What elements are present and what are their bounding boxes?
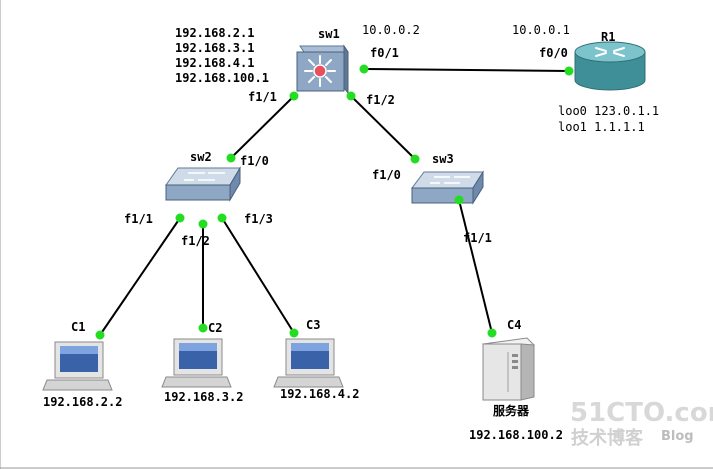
sw3-switch-icon[interactable] bbox=[411, 170, 484, 205]
r1-ip-label: 10.0.0.1 bbox=[512, 23, 570, 37]
watermark-logo-text: 51CTO.com bbox=[570, 398, 713, 428]
port-dot-sw1-f1-2 bbox=[346, 91, 356, 101]
link-sw1-r1 bbox=[363, 68, 570, 72]
c4-server-icon[interactable] bbox=[481, 337, 536, 401]
link-sw1-sw3 bbox=[350, 95, 416, 160]
link-sw3-c4 bbox=[458, 199, 493, 334]
port-label-r1-f0-0: f0/0 bbox=[539, 46, 568, 60]
sw1-name-label: sw1 bbox=[318, 27, 340, 41]
port-dot-c3 bbox=[289, 328, 299, 338]
c4-name-label: C4 bbox=[507, 318, 521, 332]
port-dot-c4 bbox=[487, 328, 497, 338]
sw1-svi-label: 192.168.100.1 bbox=[175, 71, 269, 85]
port-dot-sw2-f1-2 bbox=[198, 219, 208, 229]
c2-ip-label: 192.168.3.2 bbox=[164, 390, 243, 404]
sw2-switch-icon[interactable] bbox=[165, 166, 241, 202]
port-label-sw3-f1-1: f1/1 bbox=[463, 231, 492, 245]
r1-name-label: R1 bbox=[601, 30, 615, 44]
port-label-sw1-f1-2: f1/2 bbox=[366, 93, 395, 107]
port-label-sw1-f1-1: f1/1 bbox=[248, 90, 277, 104]
c3-pc-icon[interactable] bbox=[273, 338, 344, 388]
port-dot-sw1-f0-1 bbox=[359, 64, 369, 74]
port-label-sw2-f1-3: f1/3 bbox=[244, 212, 273, 226]
watermark-subtitle-text: 技术博客 bbox=[571, 427, 644, 449]
link-sw1-sw2 bbox=[230, 95, 295, 159]
port-dot-c1 bbox=[95, 330, 105, 340]
c2-name-label: C2 bbox=[208, 321, 222, 335]
port-label-sw2-f1-2: f1/2 bbox=[181, 234, 210, 248]
port-dot-sw3-f1-1 bbox=[454, 195, 464, 205]
port-label-sw3-f1-0: f1/0 bbox=[372, 168, 401, 182]
sw1-multilayer-switch-icon[interactable] bbox=[296, 44, 349, 95]
r1-router-icon[interactable] bbox=[574, 41, 646, 91]
port-dot-c2 bbox=[198, 323, 208, 333]
sw2-name-label: sw2 bbox=[190, 150, 212, 164]
c1-ip-label: 192.168.2.2 bbox=[43, 395, 122, 409]
watermark-blog-text: Blog bbox=[661, 429, 694, 444]
sw1-ip-label: 10.0.0.2 bbox=[362, 23, 420, 37]
port-label-sw1-f0-1: f0/1 bbox=[370, 46, 399, 60]
r1-loopback-label: loo1 1.1.1.1 bbox=[558, 120, 645, 134]
c2-pc-icon[interactable] bbox=[161, 338, 232, 388]
sw1-svi-label: 192.168.3.1 bbox=[175, 41, 254, 55]
port-dot-sw1-f1-1 bbox=[289, 91, 299, 101]
port-dot-sw3-f1-0 bbox=[410, 154, 420, 164]
sw1-svi-label: 192.168.4.1 bbox=[175, 56, 254, 70]
port-dot-sw2-f1-0 bbox=[226, 153, 236, 163]
port-dot-sw2-f1-1 bbox=[175, 213, 185, 223]
r1-loopback-label: loo0 123.0.1.1 bbox=[558, 104, 659, 118]
port-label-sw2-f1-1: f1/1 bbox=[124, 212, 153, 226]
link-sw2-c3 bbox=[221, 217, 295, 334]
port-dot-sw2-f1-3 bbox=[217, 213, 227, 223]
sw3-name-label: sw3 bbox=[432, 152, 454, 166]
c3-name-label: C3 bbox=[306, 318, 320, 332]
port-label-sw2-f1-0: f1/0 bbox=[240, 154, 269, 168]
c4-role-label: 服务器 bbox=[493, 403, 530, 418]
c3-ip-label: 192.168.4.2 bbox=[280, 387, 359, 401]
sw1-svi-label: 192.168.2.1 bbox=[175, 26, 254, 40]
c4-ip-label: 192.168.100.2 bbox=[469, 428, 563, 442]
c1-name-label: C1 bbox=[71, 320, 85, 334]
port-dot-r1-f0-0 bbox=[564, 66, 574, 76]
c1-pc-icon[interactable] bbox=[42, 341, 113, 391]
link-sw2-c1 bbox=[99, 217, 181, 336]
